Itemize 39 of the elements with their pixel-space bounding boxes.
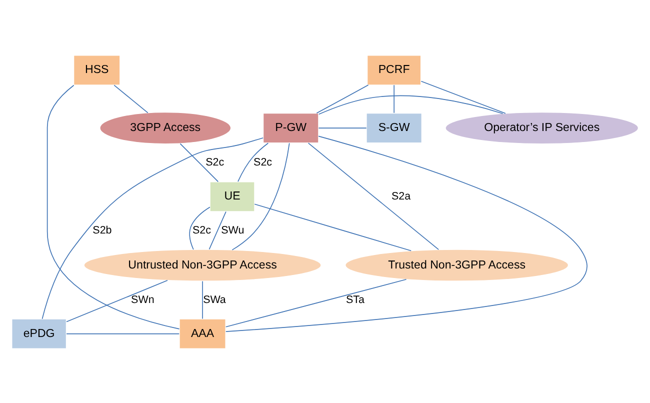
- node-ellipse: Untrusted Non-3GPP Access: [84, 248, 322, 281]
- edge-label: S2b: [92, 224, 112, 236]
- connector: [46, 84, 180, 329]
- node-box: ePDG: [11, 318, 67, 349]
- edge-label: S2c: [192, 224, 211, 236]
- connector: [225, 135, 588, 332]
- connector: [308, 142, 440, 250]
- connector: [114, 84, 148, 113]
- connector: [202, 280, 203, 319]
- node-box: UE: [210, 180, 255, 212]
- node-ellipse: Trusted Non-3GPP Access: [344, 248, 569, 281]
- edge-label: SWa: [203, 293, 226, 306]
- node-box: HSS: [73, 54, 120, 85]
- connector: [316, 84, 369, 114]
- connector: [232, 142, 290, 250]
- connector: [66, 280, 168, 322]
- edge-label: S2c: [254, 156, 272, 168]
- connector: [254, 203, 412, 251]
- edge-label: SWu: [221, 224, 244, 236]
- connector: [189, 206, 210, 250]
- connector: [208, 210, 226, 250]
- node-box: AAA: [179, 318, 226, 349]
- connector: [66, 332, 180, 334]
- node-box: P-GW: [262, 112, 319, 143]
- node-box: S-GW: [366, 112, 422, 143]
- connector: [225, 278, 407, 327]
- edge-label: SWn: [131, 293, 154, 306]
- connector: [420, 80, 506, 114]
- connector: [238, 142, 269, 182]
- connector: [318, 94, 504, 114]
- edge-label: S2a: [392, 190, 411, 202]
- connector: [318, 127, 367, 128]
- connector: [42, 136, 264, 319]
- node-ellipse: 3GPP Access: [99, 111, 232, 144]
- node-ellipse: Operator’s IP Services: [444, 111, 639, 144]
- edge-label: S2c: [206, 156, 224, 168]
- edge-label: STa: [346, 293, 365, 306]
- node-box: PCRF: [366, 54, 422, 85]
- connector: [180, 142, 219, 182]
